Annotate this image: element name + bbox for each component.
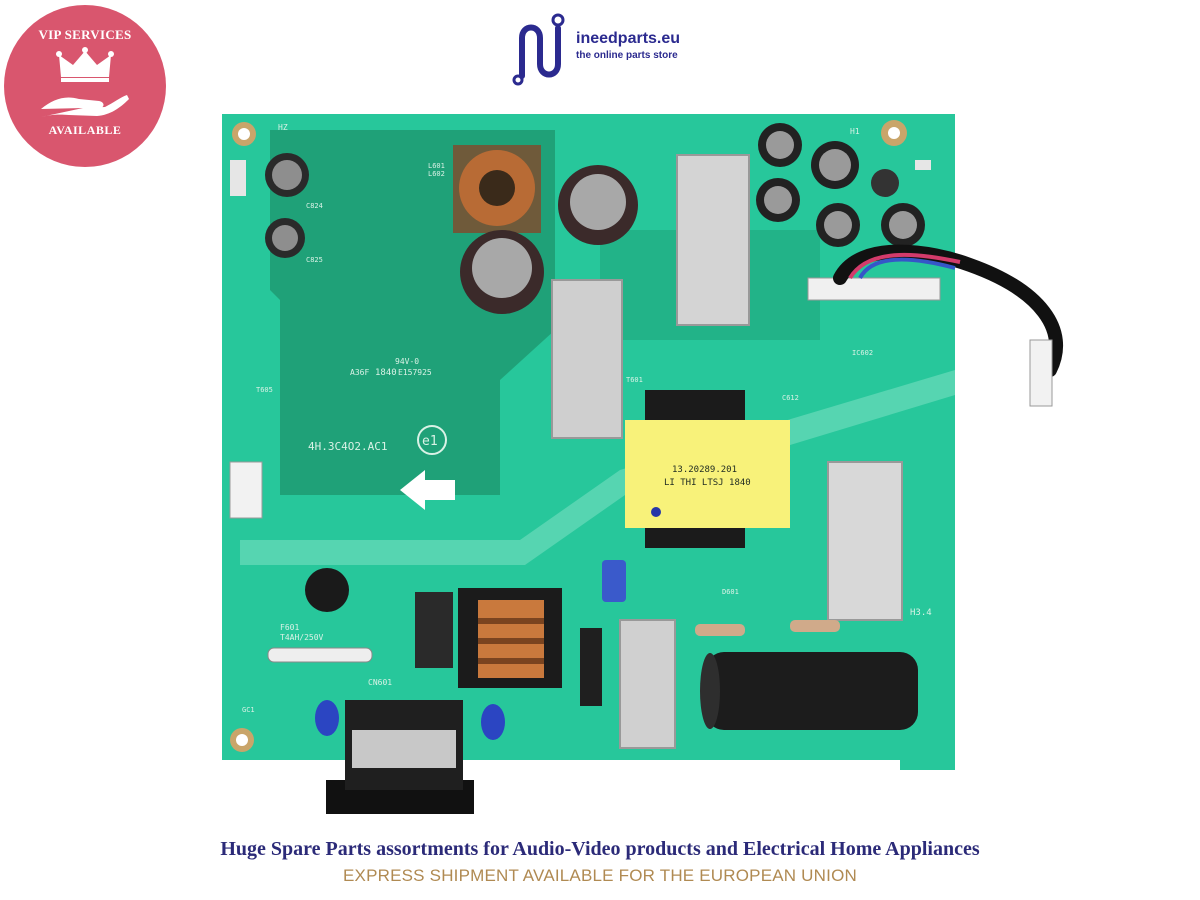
- x-capacitor: [602, 560, 626, 602]
- crown-icon: [56, 47, 114, 82]
- pcb-fuse-label: F601: [280, 623, 299, 632]
- pcb-c612: C612: [782, 394, 799, 402]
- pcb-t601: T601: [626, 376, 643, 384]
- capacitor: [265, 218, 305, 258]
- footer-headline: Huge Spare Parts assortments for Audio-V…: [220, 838, 980, 860]
- pcb-c825: C825: [306, 256, 323, 264]
- pcb-h-mark: H3.4: [910, 608, 932, 618]
- pcb-a-code: A36F: [350, 368, 369, 377]
- heatsink: [619, 619, 676, 749]
- y-capacitor: [315, 700, 339, 736]
- pcb-fuse-rating: T4AH/250V: [280, 633, 324, 642]
- pcb-date-code: 1840: [375, 368, 397, 378]
- resistor: [695, 624, 745, 636]
- heatsink: [551, 279, 623, 439]
- capacitor: [811, 141, 859, 189]
- capacitor: [881, 203, 925, 247]
- ac-power-inlet: [326, 700, 474, 814]
- hand-icon: [41, 95, 129, 117]
- heatsink: [827, 461, 903, 621]
- pcb-l601: L601: [428, 162, 445, 170]
- toroid-inductor: [453, 145, 541, 233]
- bulk-capacitor: [706, 652, 918, 730]
- capacitor: [460, 230, 544, 314]
- pcb-l602: L602: [428, 170, 445, 178]
- pcb-hz: HZ: [278, 123, 288, 132]
- resistor: [790, 620, 840, 632]
- pcb-gc1: GC1: [242, 706, 255, 714]
- capacitor: [816, 203, 860, 247]
- mounting-hole: [230, 728, 254, 752]
- capacitor: [871, 169, 899, 197]
- arrow-marking: [400, 470, 455, 510]
- pcb-rating: 94V-0: [395, 357, 419, 366]
- pcb-ic602: IC602: [852, 349, 873, 357]
- ineedparts-logo[interactable]: ineedparts.eu the online parts store: [512, 8, 732, 88]
- wire-end-connector: [1029, 339, 1053, 407]
- vip-services-badge: VIP SERVICES AVAILABLE: [4, 5, 166, 167]
- footer-subline: EXPRESS SHIPMENT AVAILABLE FOR THE EUROP…: [343, 866, 857, 885]
- filter-capacitor: [580, 628, 602, 706]
- sticker-line-2: LI THI LTSJ 1840: [664, 478, 751, 488]
- pcb-part-number: 4H.3C4O2.AC1: [308, 440, 387, 453]
- pcb-ul-code: E157925: [398, 368, 432, 377]
- pcb-trace-band: [240, 370, 955, 565]
- varistor: [305, 568, 349, 612]
- sticker-line-1: 13.20289.201: [672, 465, 737, 475]
- y-capacitor: [481, 704, 505, 740]
- heatsink: [676, 154, 750, 326]
- filter-capacitor: [415, 592, 453, 668]
- common-mode-choke: [458, 588, 562, 688]
- pcb-c824: C824: [306, 202, 323, 210]
- badge-top-text: VIP SERVICES: [38, 27, 132, 42]
- wire-harness: [833, 244, 1064, 377]
- badge-bottom-text: AVAILABLE: [48, 123, 122, 137]
- pcb-h1: H1: [850, 127, 860, 136]
- capacitor: [756, 178, 800, 222]
- pcb-emark: e1: [422, 434, 438, 449]
- logo-tagline: the online parts store: [576, 50, 678, 61]
- mounting-hole: [881, 120, 907, 146]
- mounting-hole: [232, 122, 256, 146]
- capacitor: [265, 153, 309, 197]
- pcb-d601: D601: [722, 588, 739, 596]
- fuse: [267, 647, 373, 663]
- board-connector: [229, 461, 263, 519]
- capacitor: [558, 165, 638, 245]
- logo-name: ineedparts.eu: [576, 30, 681, 47]
- logo-mark-icon: [512, 13, 565, 86]
- pcb-cn601: CN601: [368, 678, 392, 687]
- pcb-t605: T605: [256, 386, 273, 394]
- capacitor: [758, 123, 802, 167]
- wire-connector: [807, 277, 941, 301]
